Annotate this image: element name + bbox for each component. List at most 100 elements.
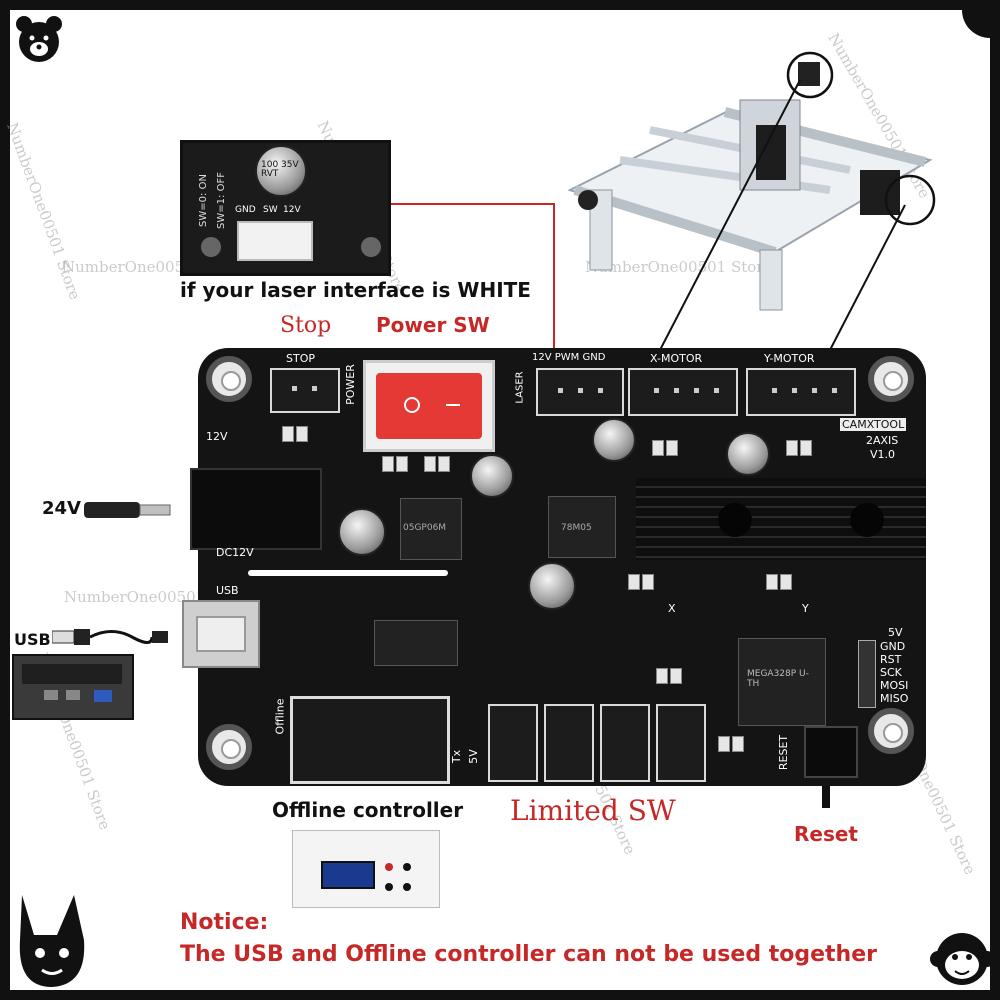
isp-header (858, 640, 876, 708)
notice-text: The USB and Offline controller can not b… (180, 942, 877, 967)
controller-button (385, 883, 393, 891)
controller-button (403, 883, 411, 891)
silk-model: 2AXIS (866, 434, 899, 447)
pin-12v: 12V (283, 205, 301, 215)
mcu-label: MEGA328P U-TH (747, 669, 809, 689)
heatsink-hole (850, 503, 884, 537)
regulator-chip: 78M05 (548, 496, 616, 558)
reset-label: Reset (794, 822, 858, 846)
silk-5v-b: 5V (466, 749, 480, 764)
controller-button (385, 863, 393, 871)
silk-12v: 12V (206, 430, 228, 443)
power-sw-label: Power SW (376, 313, 490, 337)
silk-brand: CAMXTOOL (840, 418, 907, 431)
mount-hole (206, 724, 252, 770)
screw-icon (201, 237, 221, 257)
silk-reset: RESET (777, 734, 791, 771)
silk-version: V1.0 (870, 448, 896, 461)
pin-sw: SW (263, 205, 278, 215)
usb-label: USB (14, 630, 51, 649)
mosfet-label: 05GP06M (403, 523, 447, 533)
regulator-label: 78M05 (561, 523, 592, 533)
laser-connector-photo: SW=0: ON SW=1: OFF 100 35V RVT GND SW 12… (180, 140, 391, 276)
silk-laser: LASER (514, 371, 526, 404)
silk-pwm-header: 12V PWM GND (532, 352, 606, 363)
cap-label: 100 35V RVT (261, 160, 299, 179)
heatsink-hole (718, 503, 752, 537)
off-icon (404, 397, 420, 413)
offline-controller-label: Offline controller (272, 798, 464, 822)
isp-miso: MISO (880, 692, 909, 705)
laser-engraver-photo (560, 40, 940, 320)
isp-rst: RST (880, 653, 902, 666)
sw-line-1: SW=0: ON (197, 174, 209, 227)
silk-tx: Tx (450, 749, 464, 764)
usb-port[interactable] (182, 600, 260, 668)
silk-dc12v: DC12V (216, 546, 254, 559)
limited-sw-label: Limited SW (510, 794, 676, 827)
isp-sck: SCK (880, 666, 902, 679)
laptop-photo (12, 654, 134, 720)
silk-y: Y (802, 602, 809, 615)
isp-gnd: GND (880, 640, 906, 653)
limit-switch-connector (488, 704, 538, 782)
y-motor-connector (746, 368, 856, 416)
watermark: NumberOne00501 Store (585, 258, 773, 276)
white-divider (248, 570, 448, 576)
power-switch[interactable] (363, 360, 495, 452)
silk-stop: STOP (286, 352, 315, 365)
capacitor (528, 562, 576, 610)
limit-switch-connector (600, 704, 650, 782)
silk-offline: Offline (273, 698, 287, 735)
x-motor-connector (628, 368, 738, 416)
mount-hole (206, 356, 252, 402)
silk-x: X (668, 602, 676, 615)
laser-pwm-connector (536, 368, 624, 416)
silk-usb: USB (216, 584, 239, 597)
stop-connector (270, 368, 340, 413)
controller-button (403, 863, 411, 871)
bunny-logo-bottom-left (12, 895, 92, 990)
laser-interface-note: if your laser interface is WHITE (180, 278, 531, 302)
pin-gnd: GND (235, 205, 256, 215)
voltage-24v-label: 24V (42, 498, 81, 519)
bear-logo-top-left (14, 14, 64, 64)
dc-jack (190, 468, 322, 550)
offline-controller-photo (292, 830, 440, 908)
reset-pointer (822, 786, 830, 808)
capacitor (726, 432, 770, 476)
capacitor (470, 454, 514, 498)
silk-y-motor: Y-MOTOR (764, 352, 815, 365)
mcu-chip: MEGA328P U-TH (738, 638, 826, 726)
stop-label: Stop (280, 313, 332, 338)
silk-power: POWER (343, 364, 357, 405)
mount-hole (868, 708, 914, 754)
on-icon (446, 404, 460, 406)
mount-hole (868, 356, 914, 402)
monkey-logo-bottom-right (930, 925, 995, 990)
pointer-line (380, 203, 555, 205)
offline-connector (290, 696, 450, 784)
reset-button[interactable] (804, 726, 858, 778)
dc-plug-icon (84, 496, 174, 524)
pointer-line (553, 203, 555, 353)
silk-5v: 5V (888, 626, 903, 639)
capacitor (592, 418, 636, 462)
silk-x-motor: X-MOTOR (650, 352, 703, 365)
isp-mosi: MOSI (880, 679, 909, 692)
controller-screen (321, 861, 375, 889)
corner-blob-top-right (955, 0, 1000, 45)
controller-board: STOP POWER 12V PWM GND LASER X-MOTOR Y-M… (182, 348, 926, 786)
driver-ic (374, 620, 458, 666)
white-connector (237, 221, 313, 261)
limit-switch-connector (656, 704, 706, 782)
mosfet-chip: 05GP06M (400, 498, 462, 560)
notice-title: Notice: (180, 910, 269, 935)
screw-icon (361, 237, 381, 257)
power-switch-rocker[interactable] (376, 373, 482, 439)
capacitor (255, 145, 307, 197)
capacitor (338, 508, 386, 556)
limit-switch-connector (544, 704, 594, 782)
